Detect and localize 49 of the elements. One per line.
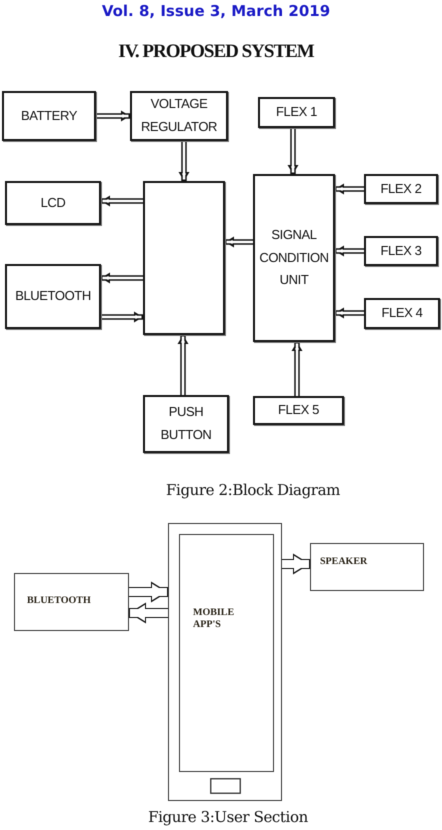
block-label: FLEX 1 [276,103,317,122]
block-label: PUSH BUTTON [160,403,212,444]
arrow [178,140,190,181]
arrow [129,602,170,624]
block-label: LCD [40,194,66,212]
block-label: FLEX 5 [278,401,319,420]
journal-header: Vol. 8, Issue 3, March 2019 [102,2,330,20]
block-box [5,181,101,225]
block-box [258,97,335,128]
block-box [253,174,335,342]
block-box [253,396,344,425]
screen-box [179,534,274,772]
arrow [101,196,144,206]
block-box [310,543,424,591]
block-box [5,264,101,329]
figure-caption: Figure 2:Block Diagram [166,481,340,499]
arrow [225,236,254,248]
block-box [2,91,96,141]
block-box [364,298,440,329]
arrow [100,312,143,322]
block-box [143,181,225,335]
block-label: VOLTAGE REGULATOR [140,95,218,136]
arrow [335,308,366,318]
arrow [335,246,366,256]
figure-caption: Figure 3:User Section [148,808,308,826]
block-box [364,236,438,266]
block-box [130,91,228,141]
arrow [335,184,366,194]
arrow [280,554,310,574]
block-label: FLEX 3 [380,242,422,260]
block-label: BLUETOOTH [15,287,91,306]
arrow [292,342,302,398]
block-label: BLUETOOTH [27,595,91,606]
block-box [143,395,229,453]
arrow [178,335,188,396]
block-label: FLEX 4 [382,304,422,322]
block-box [14,573,129,631]
block-label: SIGNAL CONDITION UNIT [258,226,330,290]
arrow [128,582,168,602]
arrow [101,272,144,284]
block-box [364,174,438,204]
phone-outline [168,523,282,801]
arrow [288,126,298,174]
block-label: BATTERY [21,106,77,125]
block-label: SPEAKER [320,556,368,568]
arrow [94,110,130,122]
block-label: FLEX 2 [380,180,422,198]
block-label: MOBILE APP'S [193,607,236,630]
section-title: IV. PROPOSED SYSTEM [118,41,314,63]
